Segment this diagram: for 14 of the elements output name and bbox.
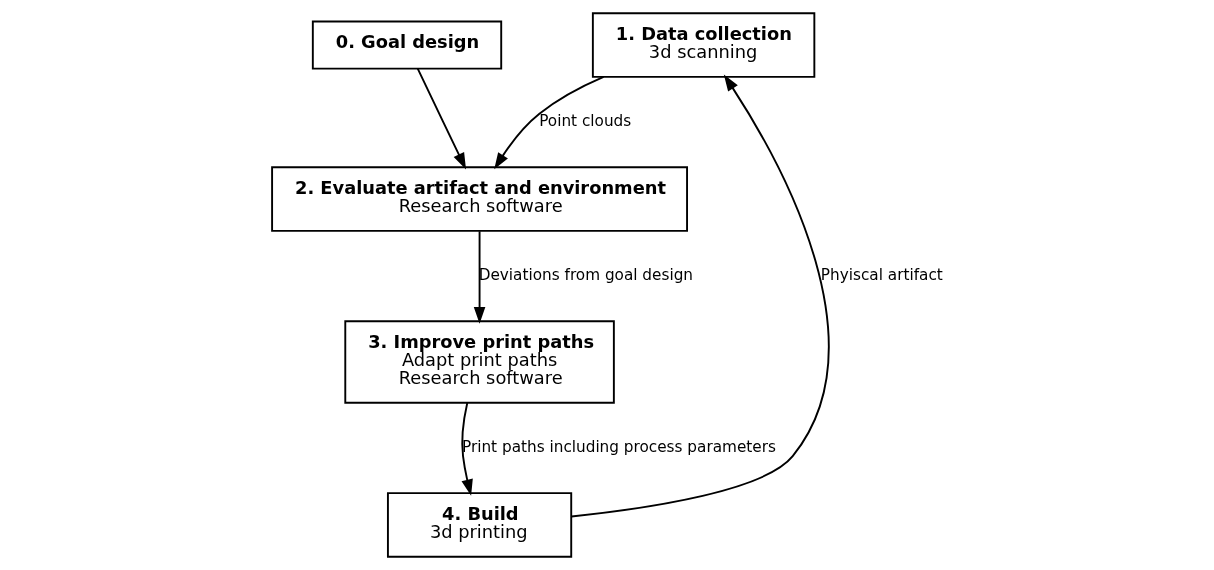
- arrow: [416, 67, 466, 170]
- node-box: 0. Goal design: [311, 20, 502, 70]
- edge-label: Point clouds: [538, 112, 631, 131]
- node-box: 2. Evaluate artifact and environment Research software: [270, 166, 688, 232]
- node-box: 1. Data collection 3d scanning: [591, 12, 815, 78]
- arrow: [493, 76, 605, 170]
- arrow: [473, 230, 485, 324]
- edge-label: Print paths including process parameters: [461, 437, 776, 456]
- node-box: 3. Improve print paths Adapt print paths Research software: [343, 320, 615, 404]
- arrow: [570, 74, 829, 518]
- node-box: 4. Build 3d printing: [386, 492, 572, 558]
- arrow: [460, 401, 473, 496]
- edge-label: Deviations from goal design: [478, 266, 693, 285]
- edge-label: Phyiscal artifact: [820, 266, 943, 285]
